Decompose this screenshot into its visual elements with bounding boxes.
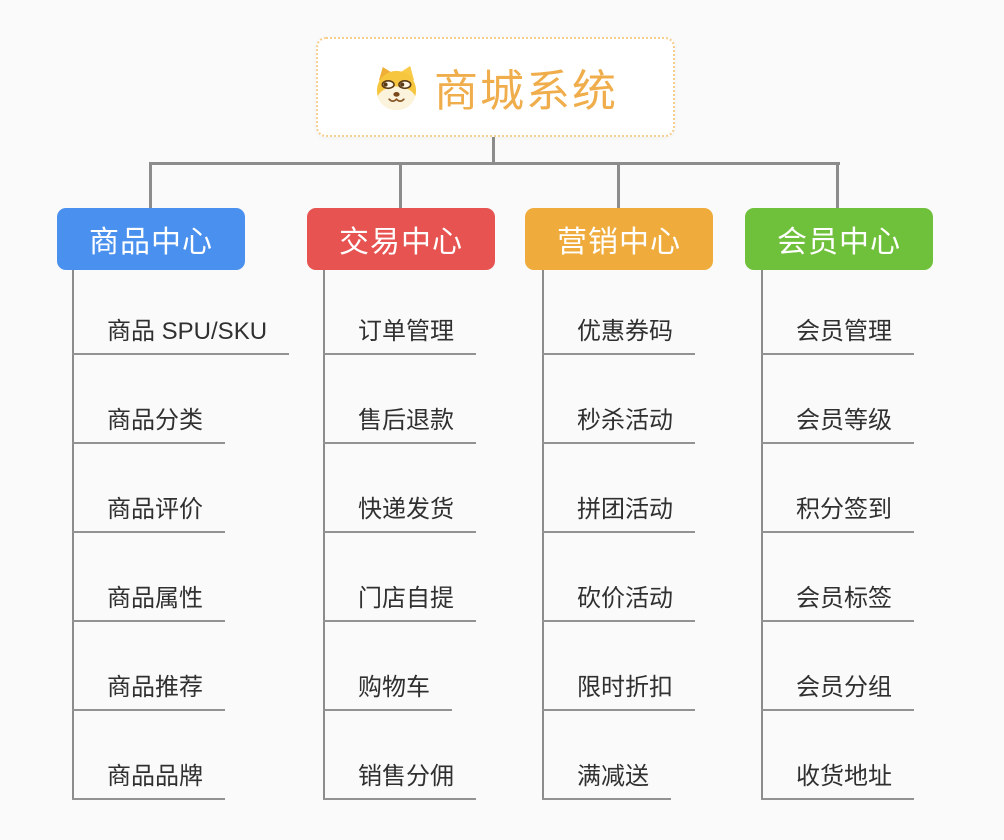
connector-drop-trade <box>399 162 402 208</box>
branch-box-members[interactable]: 会员中心 <box>745 208 933 270</box>
child-topic[interactable]: 秒杀活动 <box>542 355 695 444</box>
branch-children-marketing: 优惠券码 秒杀活动 拼团活动 砍价活动 限时折扣 满减送 <box>542 266 695 800</box>
branch-box-trade[interactable]: 交易中心 <box>307 208 495 270</box>
child-topic[interactable]: 商品分类 <box>72 355 225 444</box>
branch-label: 营销中心 <box>557 226 681 259</box>
connector-root-drop <box>492 136 495 164</box>
spine-trade <box>323 270 325 800</box>
child-topic[interactable]: 会员等级 <box>761 355 914 444</box>
child-topic[interactable]: 拼团活动 <box>542 444 695 533</box>
child-topic[interactable]: 限时折扣 <box>542 622 695 711</box>
branch-label: 商品中心 <box>89 226 213 259</box>
child-topic[interactable]: 砍价活动 <box>542 533 695 622</box>
child-topic[interactable]: 会员管理 <box>761 266 914 355</box>
child-topic[interactable]: 积分签到 <box>761 444 914 533</box>
child-topic[interactable]: 商品推荐 <box>72 622 225 711</box>
connector-drop-products <box>149 162 152 208</box>
branch-box-products[interactable]: 商品中心 <box>57 208 245 270</box>
child-topic[interactable]: 满减送 <box>542 711 671 800</box>
branch-children-products: 商品 SPU/SKU 商品分类 商品评价 商品属性 商品推荐 商品品牌 <box>72 266 290 800</box>
child-topic[interactable]: 优惠券码 <box>542 266 695 355</box>
connector-trunk <box>150 162 840 165</box>
child-topic[interactable]: 商品 SPU/SKU <box>72 266 290 355</box>
child-topic[interactable]: 购物车 <box>323 622 452 711</box>
child-topic[interactable]: 会员分组 <box>761 622 914 711</box>
branch-children-members: 会员管理 会员等级 积分签到 会员标签 会员分组 收货地址 <box>761 266 914 800</box>
child-topic[interactable]: 订单管理 <box>323 266 476 355</box>
branch-children-trade: 订单管理 售后退款 快递发货 门店自提 购物车 销售分佣 <box>323 266 476 800</box>
child-topic[interactable]: 商品品牌 <box>72 711 225 800</box>
spine-members <box>761 270 763 800</box>
child-topic[interactable]: 收货地址 <box>761 711 914 800</box>
child-topic[interactable]: 销售分佣 <box>323 711 476 800</box>
spine-marketing <box>542 270 544 800</box>
child-topic[interactable]: 商品评价 <box>72 444 225 533</box>
spine-products <box>72 270 74 800</box>
child-topic[interactable]: 门店自提 <box>323 533 476 622</box>
branch-label: 交易中心 <box>339 226 463 259</box>
child-topic[interactable]: 售后退款 <box>323 355 476 444</box>
child-topic[interactable]: 快递发货 <box>323 444 476 533</box>
root-node[interactable]: 商城系统 <box>316 37 675 137</box>
child-topic[interactable]: 会员标签 <box>761 533 914 622</box>
child-topic[interactable]: 商品属性 <box>72 533 225 622</box>
connector-drop-members <box>836 162 839 208</box>
branch-label: 会员中心 <box>777 226 901 259</box>
doge-icon <box>376 65 417 110</box>
root-title: 商城系统 <box>434 67 618 116</box>
connector-drop-marketing <box>617 162 620 208</box>
branch-box-marketing[interactable]: 营销中心 <box>525 208 713 270</box>
